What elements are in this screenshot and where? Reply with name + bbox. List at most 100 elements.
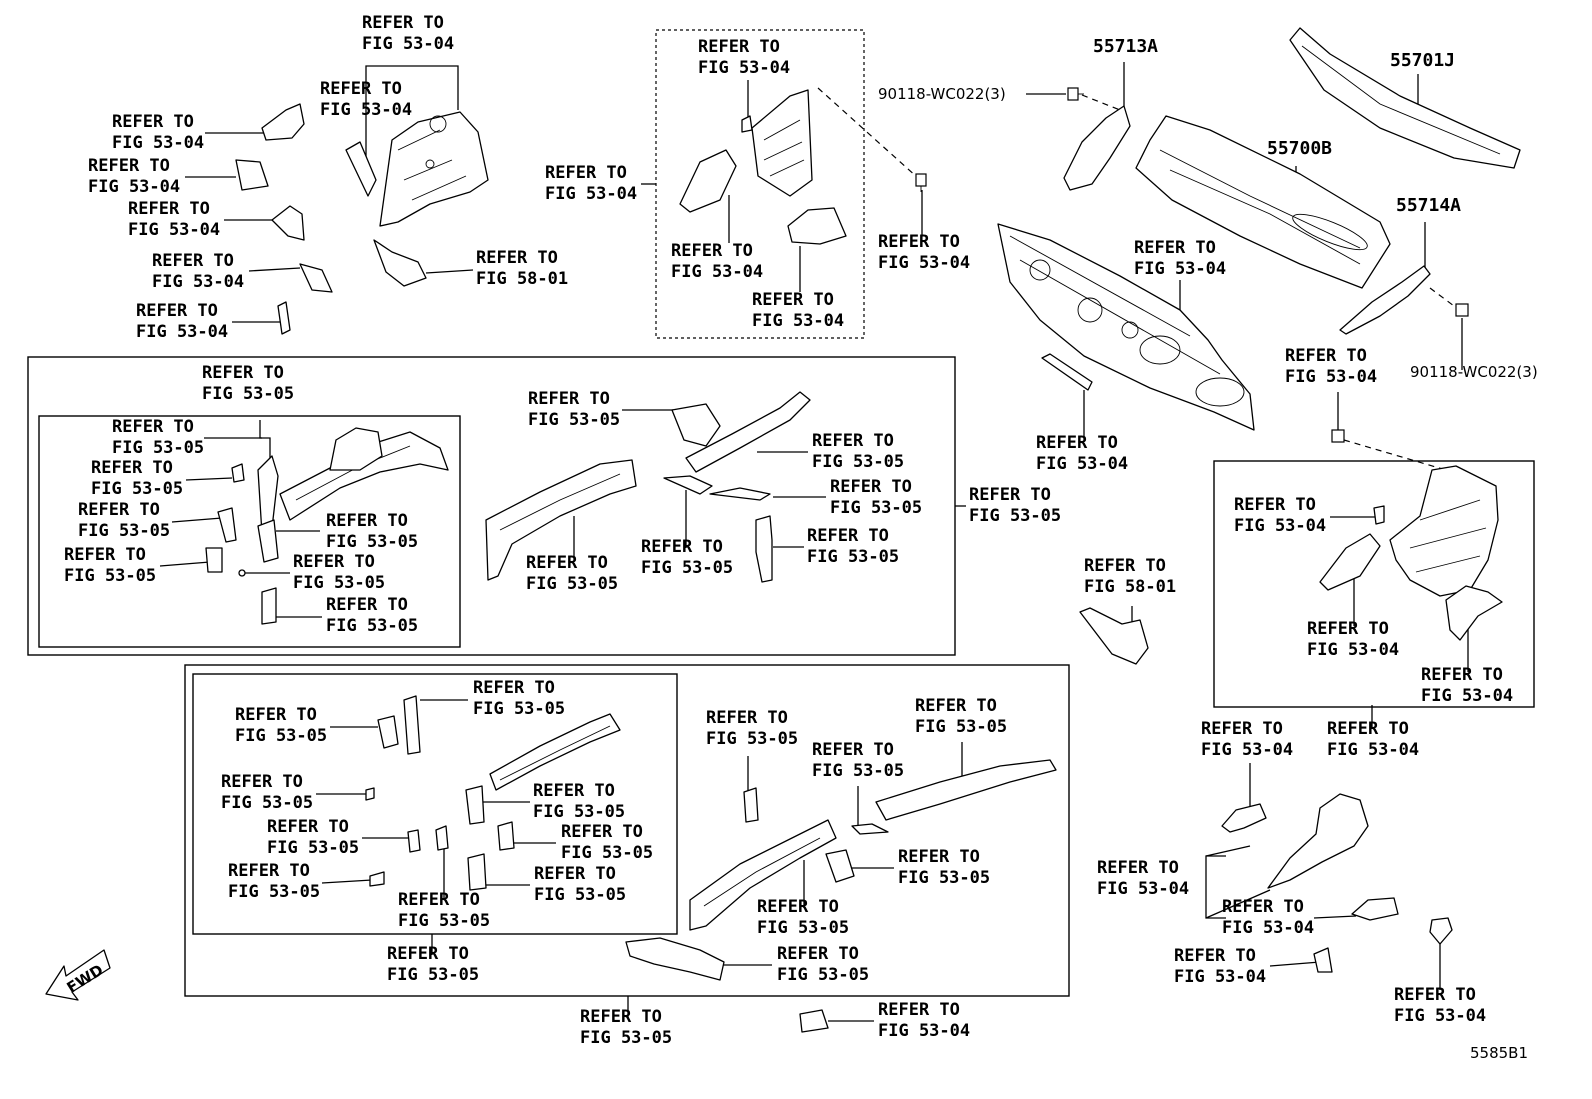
part-bracket-b [235, 159, 269, 191]
callout-fig: FIG 53-04 [1036, 454, 1128, 474]
callout-refer: REFER TO [698, 37, 780, 57]
callout-refer: REFER TO [1222, 897, 1304, 917]
callout-refer: REFER TO [526, 553, 608, 573]
callout-refer: REFER TO [202, 363, 284, 383]
callout-refer: REFER TO [221, 772, 303, 792]
callout-fig: FIG 53-04 [112, 133, 204, 153]
part-dash-side-front [679, 149, 737, 213]
parts [205, 27, 1521, 1033]
callout-refer: REFER TO [112, 417, 194, 437]
bolt-codes-layer: 90118-WC022(3)90118-WC022(3) [878, 85, 1538, 381]
callout-refer: REFER TO [878, 1000, 960, 1020]
part-sm-rear-member [875, 759, 1057, 821]
callout-fig: FIG 53-04 [671, 262, 763, 282]
bolt-rh [1331, 429, 1345, 443]
callout-refer: REFER TO [473, 678, 555, 698]
part-lh-small-c [205, 547, 223, 573]
callout-fig: FIG 58-01 [476, 269, 568, 289]
callout-fig: FIG 53-05 [561, 843, 653, 863]
callout-refer: REFER TO [1234, 495, 1316, 515]
callout-fig: FIG 53-05 [228, 882, 320, 902]
callout-refer: REFER TO [326, 595, 408, 615]
part-sm-plate-e [467, 853, 487, 891]
callout-refer: REFER TO [528, 389, 610, 409]
callout-fig: FIG 53-05 [526, 574, 618, 594]
part-upper-member-rear [685, 391, 811, 473]
callout-refer: REFER TO [1134, 238, 1216, 258]
callout-fig: FIG 53-05 [326, 532, 418, 552]
part-sm-plate-b [497, 821, 515, 851]
callout-fig: FIG 53-04 [1222, 918, 1314, 938]
callout-fig: FIG 53-04 [1134, 259, 1226, 279]
callout-refer: REFER TO [812, 431, 894, 451]
part-number-p55700B: 55700B [1267, 138, 1332, 159]
part-sm-bracket-c [825, 849, 855, 883]
callout-fig: FIG 53-05 [812, 452, 904, 472]
part-number-p55714A: 55714A [1396, 195, 1461, 216]
callout-refer: REFER TO [235, 705, 317, 725]
callout-fig: FIG 53-04 [1307, 640, 1399, 660]
callout-refer: REFER TO [267, 817, 349, 837]
callout-refer: REFER TO [320, 79, 402, 99]
part-bracket-a [261, 103, 305, 141]
callout-refer: REFER TO [78, 500, 160, 520]
callout-fig: FIG 53-05 [528, 410, 620, 430]
part-front-side-member [485, 459, 637, 581]
part-sm-clip-bottom [799, 1009, 829, 1033]
callout-fig: FIG 53-05 [221, 793, 313, 813]
part-bracket-e [277, 301, 291, 335]
callout-fig: FIG 53-05 [580, 1028, 672, 1048]
callout-fig: FIG 53-05 [706, 729, 798, 749]
callout-refer: REFER TO [1084, 556, 1166, 576]
part-sm-gusset [851, 823, 889, 835]
callout-fig: FIG 53-05 [387, 965, 479, 985]
callout-refer: REFER TO [1285, 346, 1367, 366]
part-sm-plate-a [465, 785, 485, 825]
part-number-p55701J: 55701J [1390, 50, 1455, 71]
part-rh-clip [1429, 917, 1453, 945]
part-bracket-c [271, 205, 305, 241]
callout-fig: FIG 53-04 [698, 58, 790, 78]
callout-fig: FIG 53-05 [812, 761, 904, 781]
callout-fig: FIG 53-04 [128, 220, 220, 240]
part-sm-bracket-b [743, 787, 759, 823]
callout-refer: REFER TO [228, 861, 310, 881]
part-lh-small-a [231, 463, 245, 483]
part-upper-member-brkt [671, 403, 721, 447]
callout-refer: REFER TO [136, 301, 218, 321]
callout-refer: REFER TO [152, 251, 234, 271]
callout-fig: FIG 53-04 [1174, 967, 1266, 987]
callout-fig: FIG 53-04 [88, 177, 180, 197]
part-dash-side-small [741, 115, 753, 133]
callout-refer: REFER TO [362, 13, 444, 33]
